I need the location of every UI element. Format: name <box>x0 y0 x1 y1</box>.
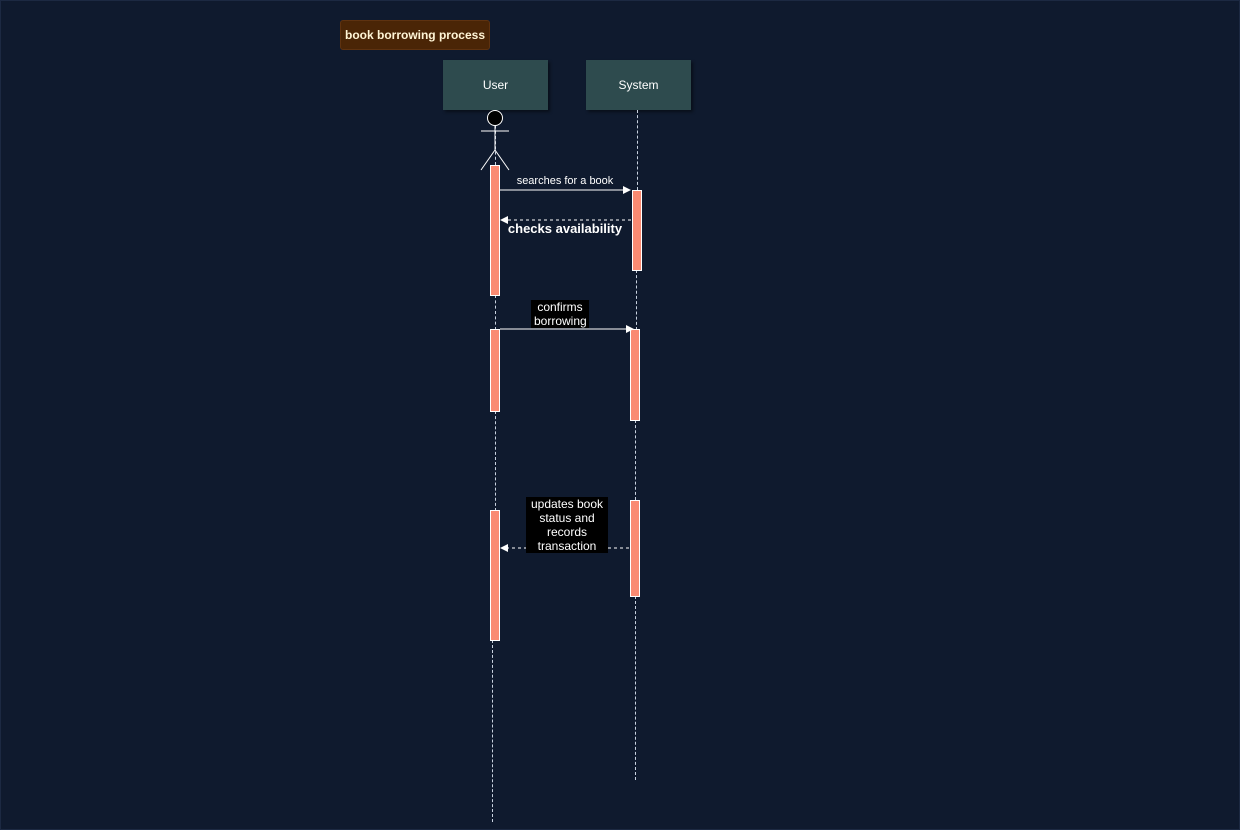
activation-bar-system[interactable] <box>630 329 640 421</box>
diagram-title[interactable]: book borrowing process <box>340 20 490 50</box>
participant-system[interactable]: System <box>586 60 691 110</box>
lifeline-system-top <box>637 110 638 190</box>
actor-stick-figure-icon <box>480 110 510 171</box>
lifeline-user-bottom <box>492 640 493 822</box>
activation-bar-user[interactable] <box>490 329 500 412</box>
activation-bar-user[interactable] <box>490 165 500 296</box>
message-label-confirms[interactable]: confirms borrowing <box>531 300 589 328</box>
message-label-updates[interactable]: updates book status and records transact… <box>526 497 608 553</box>
participant-user[interactable]: User <box>443 60 548 110</box>
activation-bar-system[interactable] <box>630 500 640 597</box>
lifeline-user-segment <box>495 411 496 511</box>
lifeline-system-bottom <box>635 596 636 780</box>
message-label-checks[interactable]: checks availability <box>507 221 623 236</box>
lifeline-system-segment <box>636 270 637 330</box>
lifeline-user-segment <box>495 295 496 330</box>
lifeline-system-segment <box>635 420 636 500</box>
message-label-searches[interactable]: searches for a book <box>516 175 614 187</box>
activation-bar-user[interactable] <box>490 510 500 641</box>
activation-bar-system[interactable] <box>632 190 642 271</box>
